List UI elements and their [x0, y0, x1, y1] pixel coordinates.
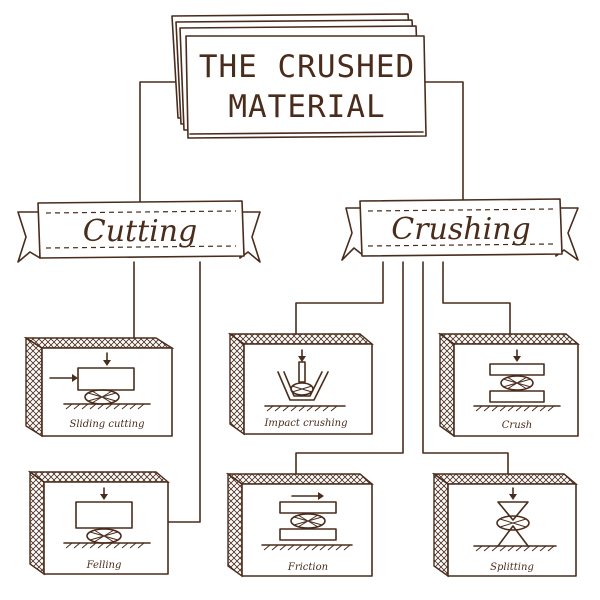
method-box-impact-crushing: Impact crushing — [227, 332, 374, 436]
method-box-crush: Crush — [437, 332, 580, 438]
felling-icon — [63, 487, 151, 549]
method-box-splitting: Splitting — [431, 472, 578, 578]
crush-icon — [473, 349, 561, 412]
method-box-felling: Felling — [27, 470, 170, 576]
connector-crushing-splitting — [422, 261, 509, 475]
banner-cutting-label: Cutting — [83, 214, 198, 249]
banner-cutting: Cutting — [17, 200, 261, 263]
connector-crushing-crush — [442, 261, 511, 335]
banner-crushing: Crushing — [341, 198, 579, 261]
method-box-friction: Friction — [225, 472, 374, 578]
impact-crushing-icon — [264, 349, 346, 412]
splitting-icon — [473, 487, 557, 552]
method-label-friction: Friction — [287, 562, 328, 573]
method-box-sliding-cutting: Sliding cutting — [23, 336, 175, 438]
friction-icon — [261, 492, 353, 551]
connector-lines — [133, 81, 511, 523]
method-label-impact-crushing: Impact crushing — [263, 418, 347, 429]
connector-crushing-impact — [295, 261, 384, 335]
title-line-1: THE CRUSHED — [199, 49, 415, 85]
method-label-splitting: Splitting — [490, 562, 534, 573]
method-label-crush: Crush — [502, 420, 532, 431]
method-label-felling: Felling — [86, 560, 122, 571]
title-card: THE CRUSHED MATERIAL — [171, 13, 427, 139]
connector-crushing-friction — [295, 261, 404, 475]
connector-cutting-felling — [164, 261, 201, 523]
banner-crushing-label: Crushing — [391, 212, 530, 247]
title-line-2: MATERIAL — [228, 89, 385, 125]
sliding-cutting-icon — [49, 352, 151, 410]
connector-title-crushing — [424, 81, 464, 201]
connector-title-cutting — [139, 81, 189, 205]
method-label-sliding-cutting: Sliding cutting — [70, 419, 145, 430]
